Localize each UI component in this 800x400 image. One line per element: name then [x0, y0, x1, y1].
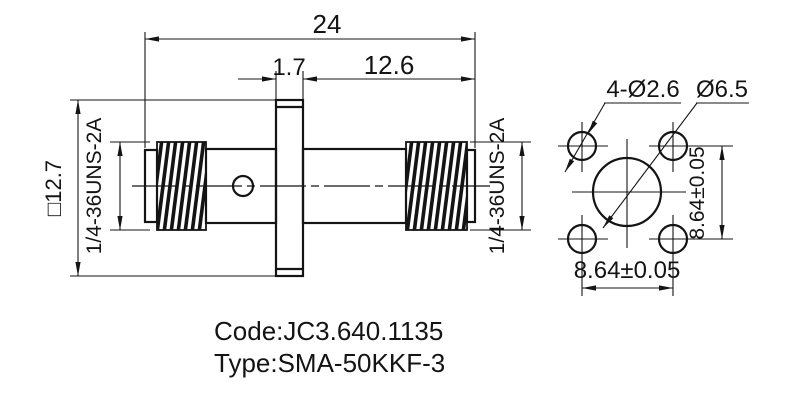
mounting-hole-top-left: [558, 122, 608, 172]
thread-spec-right-label: 1/4-36UNS-2A: [486, 118, 509, 255]
leader-mounting-holes: 4-Ø2.6: [564, 76, 681, 173]
right-thread-section: [405, 141, 468, 231]
leader-center-hole: Ø6.5: [602, 76, 749, 229]
center-hole: [572, 139, 686, 248]
flange: [274, 98, 305, 278]
dim-label-12-6: 12.6: [364, 50, 415, 80]
mounting-hole-bottom-right: [649, 215, 733, 296]
dimension-flange-and-right: 1.7 12.6: [238, 50, 475, 100]
dimension-total-length: 24: [144, 9, 476, 148]
side-hole-circle: [231, 174, 255, 198]
dim-label-spacing-horizontal: 8.64±0.05: [574, 257, 681, 284]
dim-label-square-12-7: □12.7: [41, 160, 66, 216]
end-view: 4-Ø2.6 Ø6.5 8.64±0.05 8.64±0.05: [558, 76, 749, 296]
dimension-left-thread: 1/4-36UNS-2A: [83, 118, 150, 255]
dimension-right-thread: 1/4-36UNS-2A: [470, 118, 531, 255]
dim-label-24: 24: [313, 9, 342, 39]
dim-label-1-7: 1.7: [272, 54, 305, 81]
caption-type: Type:SMA-50KKF-3: [214, 348, 445, 378]
dim-label-spacing-vertical: 8.64±0.05: [686, 146, 709, 239]
mounting-hole-top-right: [649, 122, 733, 172]
right-end-cap: [465, 148, 477, 224]
dimension-hole-spacing-horizontal: 8.64±0.05: [574, 257, 681, 291]
side-view: 24 1.7 12.6 □12.7: [41, 9, 531, 278]
dim-label-4-holes: 4-Ø2.6: [606, 76, 679, 103]
dimension-hole-spacing-vertical: 8.64±0.05: [686, 146, 725, 240]
caption: Code:JC3.640.1135 Type:SMA-50KKF-3: [214, 316, 445, 378]
thread-spec-left-label: 1/4-36UNS-2A: [83, 118, 106, 255]
dimension-flange-square: □12.7: [41, 99, 276, 277]
dim-label-center-hole: Ø6.5: [696, 76, 748, 103]
caption-code: Code:JC3.640.1135: [214, 316, 443, 346]
mounting-hole-bottom-left: [558, 215, 608, 296]
